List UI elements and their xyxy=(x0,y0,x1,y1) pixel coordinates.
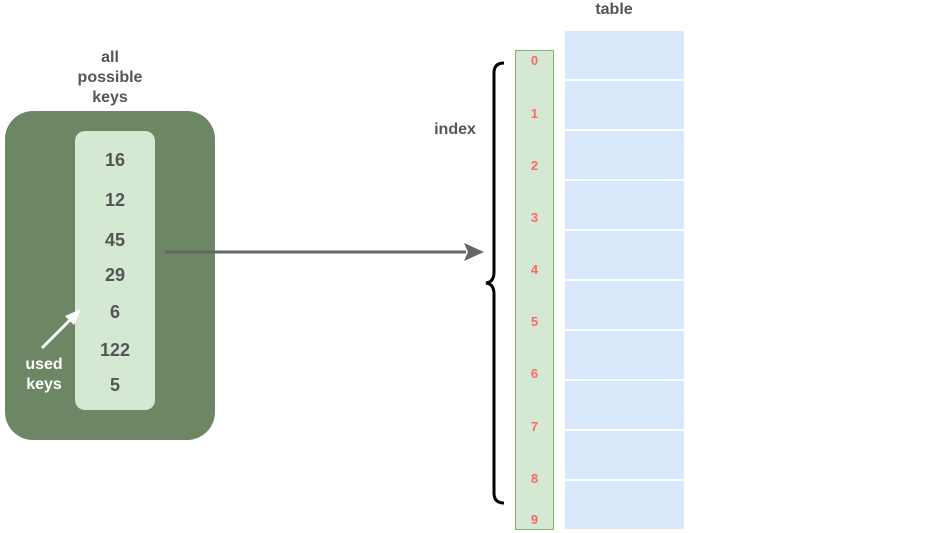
key-value: 16 xyxy=(104,150,126,170)
key-value: 12 xyxy=(104,190,126,210)
table-slot xyxy=(565,231,684,279)
table-slot xyxy=(565,81,684,129)
table-slot xyxy=(565,331,684,379)
table-slot xyxy=(565,131,684,179)
table-label: table xyxy=(595,1,633,18)
table-slot xyxy=(565,31,684,79)
index-number: 2 xyxy=(530,158,539,173)
index-number: 1 xyxy=(530,106,539,121)
all-possible-keys-label: all possible keys xyxy=(77,49,143,106)
table-slot xyxy=(565,431,684,479)
key-value: 6 xyxy=(109,302,120,322)
index-number: 6 xyxy=(530,366,539,381)
used-keys-box xyxy=(75,131,155,410)
used-keys-label: used keys xyxy=(25,356,63,393)
index-number: 3 xyxy=(530,210,539,225)
index-label: index xyxy=(434,121,476,138)
index-number: 9 xyxy=(530,512,539,527)
key-value: 122 xyxy=(99,340,131,360)
index-brace xyxy=(485,61,505,505)
table-slot xyxy=(565,381,684,429)
index-number: 5 xyxy=(530,314,539,329)
key-value: 5 xyxy=(109,375,120,395)
index-number: 0 xyxy=(530,53,539,68)
key-value: 29 xyxy=(104,265,126,285)
index-number: 8 xyxy=(530,471,539,486)
key-value: 45 xyxy=(104,230,126,250)
table-slot xyxy=(565,481,684,529)
index-number: 4 xyxy=(530,262,539,277)
index-column xyxy=(515,50,554,530)
used-keys-arrow xyxy=(40,309,81,350)
mapping-arrow xyxy=(165,243,484,261)
table-slot xyxy=(565,181,684,229)
index-number: 7 xyxy=(530,419,539,434)
table-slot xyxy=(565,281,684,329)
